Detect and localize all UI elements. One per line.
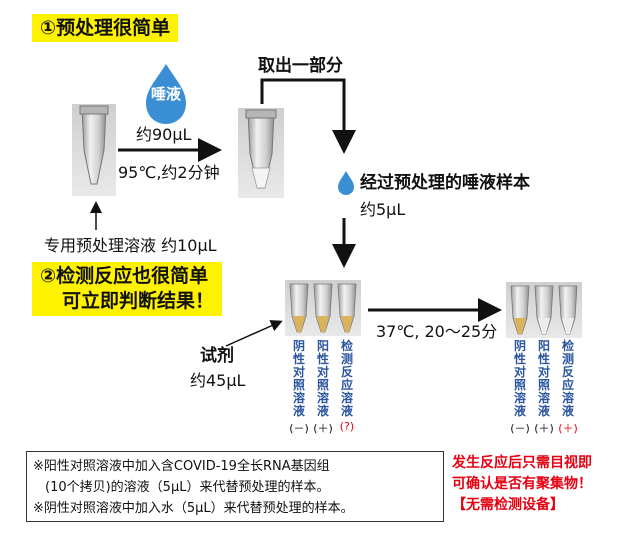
result-note-line2: 可确认是否有聚集物！	[452, 476, 592, 492]
sample-drop-icon	[338, 171, 354, 195]
sign-positive-after: (＋)	[534, 422, 554, 435]
step1-banner: ①预处理很简单	[32, 14, 179, 42]
volume-45-label: 约45μL	[190, 371, 246, 390]
note-line2: (10个拷贝)的溶液（5μL）来代替预处理的样本。	[45, 480, 330, 495]
sign-negative-after: (－)	[510, 422, 530, 435]
step2-title-line1: ②检测反应也很简单	[40, 265, 209, 287]
tube-photo-heated	[238, 108, 284, 198]
heat-condition-label: 95℃,约2分钟	[118, 163, 220, 182]
step2-title-line2: 可立即判断结果！	[62, 290, 215, 312]
note-line1: ※阳性对照溶液中加入含COVID-19全长RNA基因组	[33, 459, 330, 474]
saliva-drop-icon	[146, 64, 186, 124]
label-test-after: 检测反应溶液	[561, 339, 574, 418]
step2-banner: ②检测反应也很简单 可立即判断结果！	[32, 262, 223, 316]
result-note: 发生反应后只需目视即 可确认是否有聚集物！ 【无需检测设备】	[452, 453, 592, 516]
tubes-photo-after	[506, 282, 582, 338]
tubes-photo-before	[285, 280, 361, 336]
label-test-before: 检测反应溶液	[340, 339, 353, 418]
sign-test-after: (＋)	[558, 422, 578, 435]
sign-test-before: (?)	[339, 420, 355, 433]
pretreated-sample-label: 经过预处理的唾液样本	[360, 173, 530, 193]
take-part-label: 取出一部分	[258, 56, 343, 76]
tube-photo-pretreatment	[72, 104, 116, 196]
sign-negative-before: (－)	[289, 422, 309, 435]
result-note-line1: 发生反应后只需目视即	[452, 455, 592, 471]
volume-5-label: 约5μL	[360, 200, 406, 219]
note-line3: ※阴性对照溶液中加入水（5μL）来代替预处理的样本。	[33, 501, 354, 516]
pretreat-solution-label: 专用预处理溶液 约10μL	[44, 236, 217, 255]
label-positive-before: 阳性对照溶液	[316, 339, 329, 418]
reagent-label: 试剂	[200, 346, 234, 366]
notes-box: ※阳性对照溶液中加入含COVID-19全长RNA基因组 (10个拷贝)的溶液（5…	[26, 451, 444, 522]
incubation-label: 37℃, 20～25分	[376, 322, 498, 341]
result-note-line3: 【无需检测设备】	[452, 497, 564, 513]
label-negative-before: 阴性对照溶液	[292, 339, 305, 418]
volume-90-label: 约90μL	[136, 125, 192, 144]
arrow-reagent	[225, 320, 283, 347]
label-negative-after: 阴性对照溶液	[513, 339, 526, 418]
arrow-take-part	[260, 78, 356, 154]
sign-positive-before: (＋)	[313, 422, 333, 435]
saliva-drop-label: 唾液	[150, 85, 181, 103]
label-positive-after: 阳性对照溶液	[537, 339, 550, 418]
